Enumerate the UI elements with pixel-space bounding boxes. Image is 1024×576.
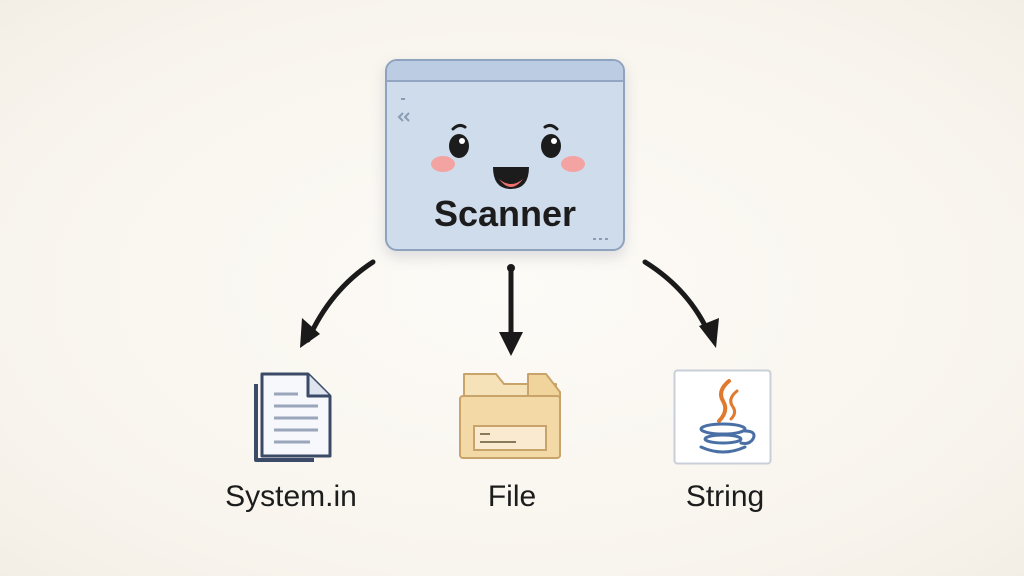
arrow-tail-file <box>507 264 515 272</box>
target-label-file: File <box>487 480 537 513</box>
target-label-string: String <box>685 480 765 513</box>
target-label-system-in: System.in <box>225 480 357 513</box>
arrow-head-system-in <box>300 318 320 348</box>
document-icon <box>254 372 332 462</box>
scanner-label: Scanner <box>433 193 577 234</box>
scanner-face-icon <box>397 98 609 240</box>
arrow-head-string <box>699 318 719 348</box>
arrow-to-system-in <box>305 259 376 343</box>
arrow-to-string <box>642 259 713 339</box>
java-icon <box>673 369 772 465</box>
scanner-titlebar <box>387 61 623 82</box>
folder-icon <box>459 373 561 459</box>
arrow-head-file <box>499 332 523 356</box>
scanner-node: Scanner <box>385 59 625 251</box>
